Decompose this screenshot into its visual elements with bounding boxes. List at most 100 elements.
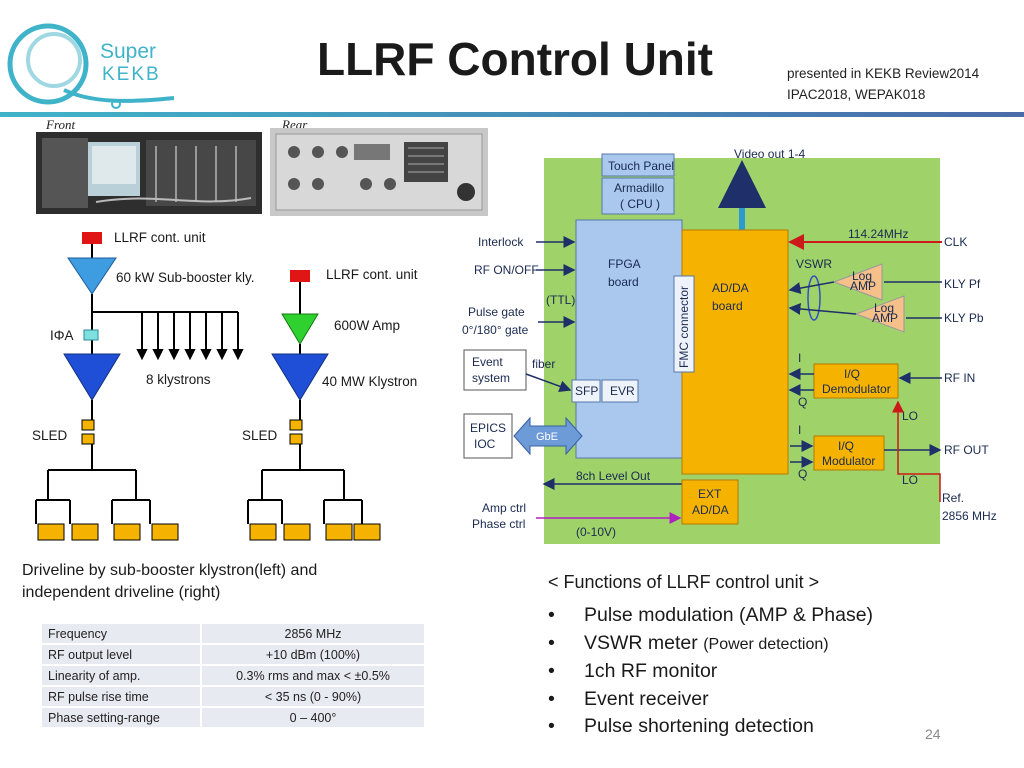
log-amp-2-label-2: AMP	[872, 311, 898, 325]
bullet: •	[548, 604, 555, 626]
demod-q-label: Q	[798, 395, 807, 409]
table-row: RF pulse rise time< 35 ns (0 - 90%)	[42, 686, 424, 708]
function-text: Pulse shortening detection	[584, 715, 814, 737]
pulse-gate-label-1: Pulse gate	[468, 305, 525, 319]
superkekb-logo: Super KEKB	[7, 23, 175, 109]
fpga-box	[575, 219, 683, 459]
adda-label-2: board	[712, 299, 743, 313]
spec-param: Linearity of amp.	[42, 665, 201, 687]
presented-note: presented in KEKB Review2014 IPAC2018, W…	[787, 63, 979, 105]
mod-q-label: Q	[798, 467, 807, 481]
iq-demod-label-1: I/Q	[844, 367, 860, 381]
bullet: •	[548, 631, 555, 654]
caption-line-1: Driveline by sub-booster klystron(left) …	[22, 562, 318, 579]
list-item: •Pulse modulation (AMP & Phase)	[548, 602, 873, 630]
amp-ctrl-label: Amp ctrl	[482, 501, 526, 515]
armadillo-box	[601, 177, 675, 215]
vswr-label: VSWR	[796, 257, 832, 271]
driveline-diagram: LLRF cont. unit 60 kW Sub-booster kly. I…	[32, 230, 418, 541]
llrf-unit-left-label: LLRF cont. unit	[114, 230, 206, 245]
table-row: RF output level+10 dBm (100%)	[42, 644, 424, 666]
bullet: •	[548, 715, 555, 737]
iq-mod-label-1: I/Q	[838, 439, 854, 453]
rf-in-label: RF IN	[944, 371, 975, 385]
evr-box	[601, 379, 639, 403]
spec-param: RF pulse rise time	[42, 686, 201, 708]
evr-label: EVR	[610, 384, 635, 398]
kly-pb-label: KLY Pb	[944, 311, 984, 325]
iq-demod-label-2: Demodulator	[822, 382, 891, 396]
sub-booster-triangle	[67, 257, 117, 295]
llrf-block-diagram: Touch Panel Armadillo ( CPU ) Video out …	[462, 147, 997, 544]
amp-triangle	[281, 313, 319, 345]
fpga-label-1: FPGA	[608, 257, 641, 271]
log-amp-2	[854, 295, 905, 333]
spec-param: Frequency	[42, 624, 201, 645]
kly-pf-label: KLY Pf	[944, 277, 981, 291]
gbe-label: GbE	[536, 431, 558, 443]
front-panel-photo	[36, 132, 262, 214]
epics-label-2: IOC	[474, 437, 496, 451]
voltage-range-label: (0-10V)	[576, 525, 616, 539]
fmc-box	[673, 275, 695, 373]
adda-box	[681, 229, 789, 475]
llrf-unit-right-label: LLRF cont. unit	[326, 267, 418, 282]
functions-title: < Functions of LLRF control unit >	[548, 572, 820, 592]
spec-value: 0 – 400°	[200, 707, 424, 729]
spec-param: RF output level	[42, 644, 201, 666]
pulse-gate-label-2: 0°/180° gate	[462, 323, 529, 337]
list-item: • VSWR meter (Power detection)	[548, 630, 873, 659]
spec-value: 0.3% rms and max < ±0.5%	[200, 665, 424, 687]
ext-adda-box	[681, 479, 739, 525]
log-amp-1-label-1: Log	[852, 269, 872, 283]
demod-i-label: I	[798, 351, 801, 365]
function-subtext: (Power detection)	[703, 635, 829, 653]
functions-list: •Pulse modulation (AMP & Phase) • VSWR me…	[548, 602, 873, 741]
video-out-label: Video out 1-4	[734, 147, 805, 161]
llrf-unit-left-block	[82, 232, 102, 244]
clk-freq-label: 114.24MHz	[848, 227, 908, 241]
armadillo-label-1: Armadillo	[614, 181, 664, 195]
front-label: Front	[46, 117, 76, 132]
mod-i-label: I	[798, 423, 801, 437]
sfp-label: SFP	[575, 384, 598, 398]
event-system-box	[463, 349, 527, 391]
lo-label-2: LO	[902, 473, 918, 487]
list-item: • Pulse shortening detection	[548, 713, 873, 741]
page-number: 24	[925, 726, 941, 742]
gbe-arrow	[513, 416, 583, 456]
spec-param: Phase setting-range	[42, 707, 201, 729]
touch-panel-label: Touch Panel	[608, 159, 674, 173]
spec-value: +10 dBm (100%)	[200, 644, 424, 666]
armadillo-label-2: ( CPU )	[620, 197, 660, 211]
event-label-1: Event	[472, 355, 503, 369]
iq-demodulator-box	[813, 363, 899, 399]
fiber-label: fiber	[532, 357, 555, 371]
ref-label-1: Ref.	[942, 491, 964, 505]
ttl-label: (TTL)	[546, 293, 575, 307]
eight-klystrons-label: 8 klystrons	[146, 372, 211, 387]
presented-line-2: IPAC2018, WEPAK018	[787, 87, 926, 102]
interlock-label: Interlock	[478, 235, 524, 249]
iphia-label: IΦA	[50, 328, 74, 343]
lo-label-1: LO	[902, 409, 918, 423]
ext-label-2: AD/DA	[692, 503, 729, 517]
klystron-label: 40 MW Klystron	[322, 374, 417, 389]
list-item: •1ch RF monitor	[548, 658, 873, 686]
log-amp-1-label-2: AMP	[850, 279, 876, 293]
function-text: VSWR meter	[584, 631, 704, 654]
sled-right-label: SLED	[242, 428, 278, 443]
logo-text-super: Super	[100, 40, 156, 63]
clk-label: CLK	[944, 235, 967, 249]
caption-line-2: independent driveline (right)	[22, 584, 221, 601]
presented-line-1: presented in KEKB Review2014	[787, 66, 980, 81]
rear-panel-photo	[270, 128, 488, 216]
epics-ioc-box	[463, 413, 513, 459]
iphia-block	[83, 329, 99, 341]
header-rule	[0, 112, 1024, 117]
table-row: Linearity of amp.0.3% rms and max < ±0.5…	[42, 665, 424, 687]
page-title: LLRF Control Unit	[316, 33, 713, 85]
